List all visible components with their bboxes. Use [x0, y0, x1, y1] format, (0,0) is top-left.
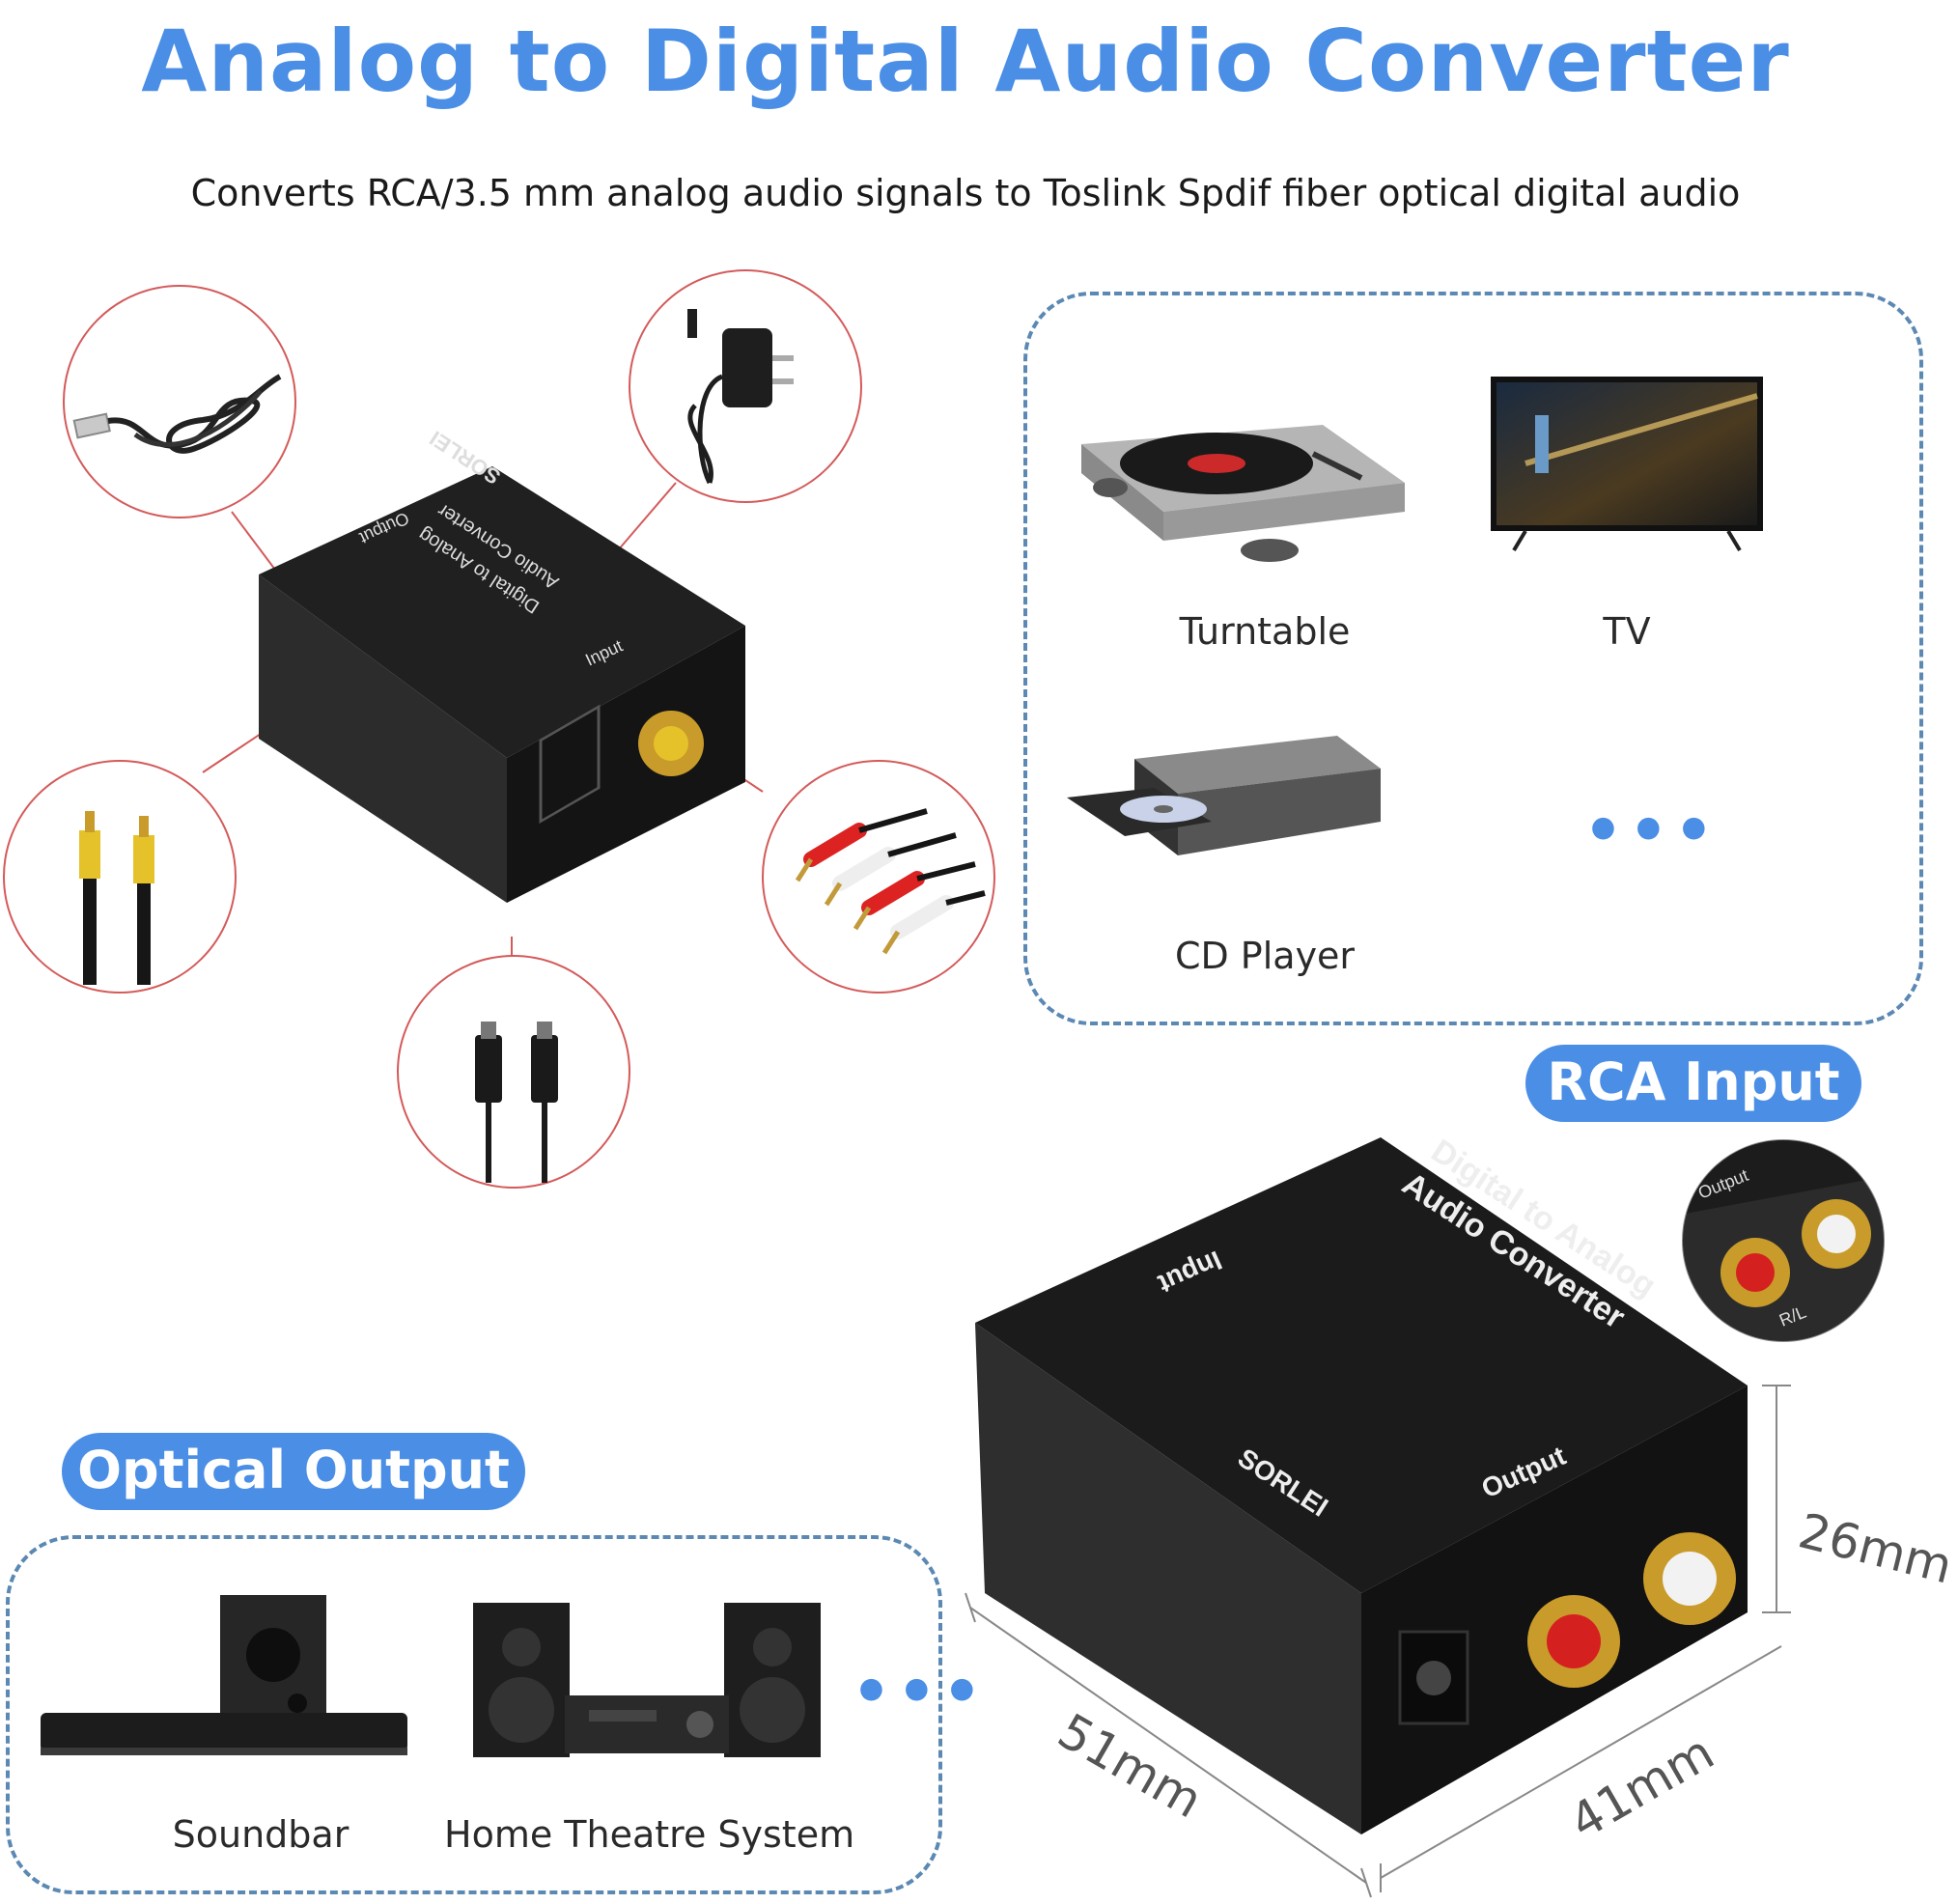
soundbar-label: Soundbar [172, 1813, 350, 1856]
rca-jacks-zoom-callout: Output R/L [1682, 1139, 1885, 1342]
rca-cable-callout [762, 760, 995, 994]
home-theatre-image [473, 1603, 821, 1757]
output-devices-panel [6, 1535, 942, 1894]
home-theatre-label: Home Theatre System [444, 1813, 855, 1856]
page-subtitle: Converts RCA/3.5 mm analog audio signals… [190, 172, 1741, 214]
coaxial-cable-callout [3, 760, 237, 994]
converter-dimensions-diagram: Digital to Analog Audio Converter Input … [965, 1133, 1791, 1898]
more-sources-indicator: ••• [1583, 796, 1720, 867]
page-title: Analog to Digital Audio Converter [141, 12, 1790, 111]
source-devices-panel [1023, 292, 1923, 1025]
soundbar-image [41, 1595, 407, 1755]
tv-label: TV [1603, 610, 1651, 653]
cd-player-image [1067, 736, 1381, 855]
usb-cable-callout [63, 285, 296, 518]
turntable-label: Turntable [1179, 610, 1351, 653]
optical-output-badge: Optical Output [62, 1433, 525, 1510]
power-adapter-callout [629, 269, 862, 503]
tv-image [1491, 377, 1763, 552]
more-outputs-indicator: ••• [852, 1657, 988, 1728]
turntable-image [1081, 425, 1405, 562]
optical-cable-callout [397, 955, 630, 1189]
converter-device-angled: SORLEI Digital to Analog Audio Converter… [259, 426, 745, 903]
accessory-diagram: SORLEI Digital to Analog Audio Converter… [3, 269, 995, 1189]
cd-player-label: CD Player [1174, 935, 1356, 977]
rca-input-badge: RCA Input [1525, 1045, 1861, 1122]
